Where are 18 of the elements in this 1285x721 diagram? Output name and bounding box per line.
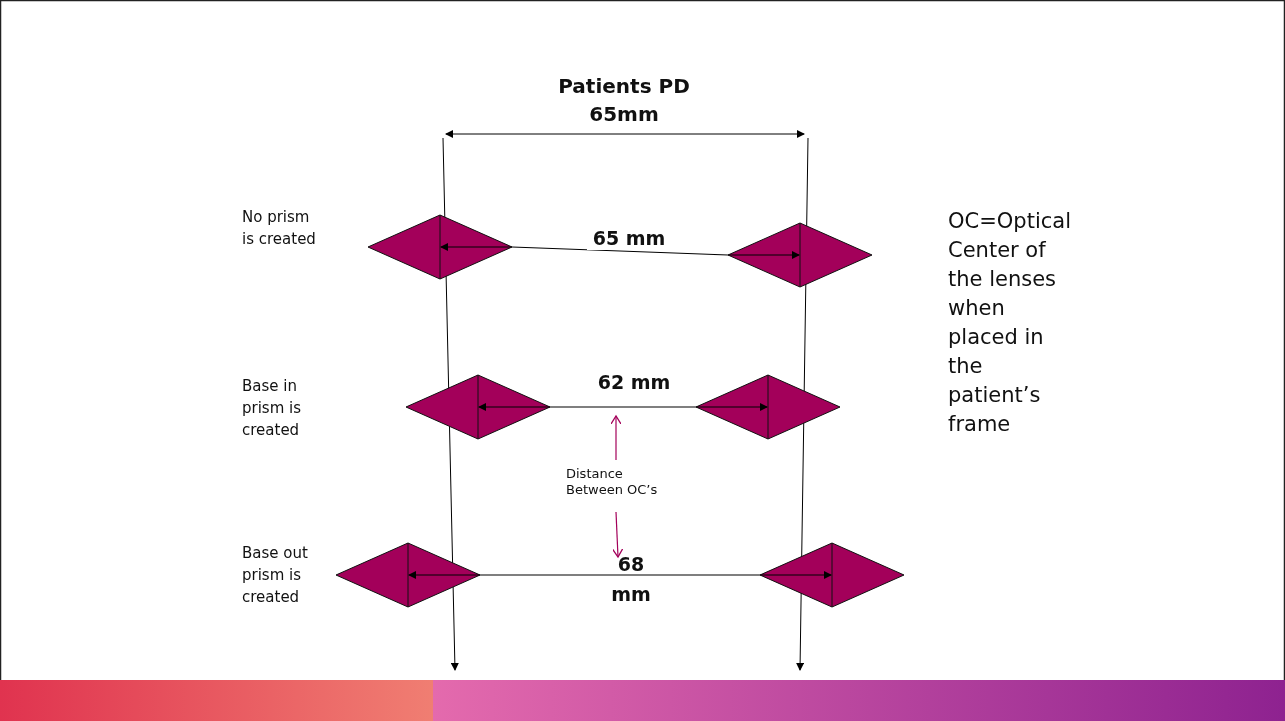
side-note: No prism is created bbox=[242, 207, 317, 250]
connector-line bbox=[479, 574, 761, 576]
side-note: Base in prism is created bbox=[242, 376, 303, 441]
arrow bbox=[610, 415, 622, 461]
connector-line bbox=[511, 246, 729, 256]
prism-diamond bbox=[406, 375, 550, 439]
edge-label: 68 mm bbox=[610, 552, 652, 607]
side-note: OC=Optical Center of the lenses when placed in the patient’s frame bbox=[948, 208, 1072, 438]
page-title: Patients PD 65mm bbox=[557, 73, 691, 128]
prism-diamond bbox=[760, 543, 904, 607]
prism-diamond bbox=[728, 223, 872, 287]
arrow bbox=[612, 511, 624, 558]
side-note: Base out prism is created bbox=[242, 543, 309, 608]
connector-line bbox=[549, 406, 697, 408]
prism-diamond bbox=[336, 543, 480, 607]
prism-diamond bbox=[368, 215, 512, 279]
prism-diamond bbox=[696, 375, 840, 439]
callout-text: Distance Between OC’s bbox=[566, 466, 676, 498]
